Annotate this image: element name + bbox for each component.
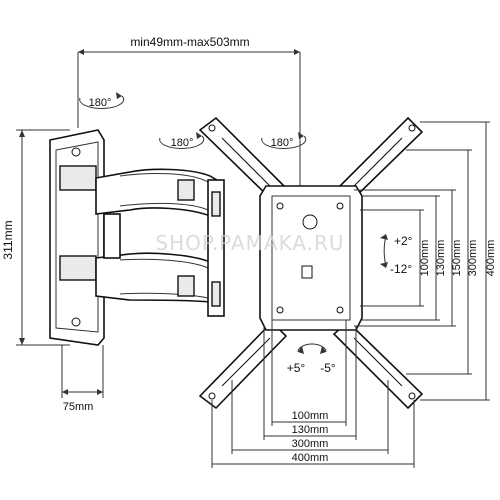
rotation-indicator-1: 180°: [79, 92, 125, 109]
vesa-arm-bottom-left: [198, 320, 288, 410]
wall-width-label: 75mm: [63, 401, 94, 413]
swing-arms: [95, 168, 225, 317]
vesa-vertical-label-2: 130mm: [435, 240, 447, 277]
swivel-indicator: [297, 343, 327, 354]
tilt-indicator: [380, 234, 388, 268]
watermark: SHOP.PAMAKA.RU: [155, 231, 344, 255]
vesa-vertical-label-1: 100mm: [419, 240, 431, 277]
rotation-indicator-2: 180°: [159, 132, 205, 149]
vesa-horizontal-dimensions: [211, 320, 415, 468]
wall-width-dimension: [61, 345, 104, 398]
vesa-vertical-label-4: 300mm: [467, 240, 479, 277]
vesa-vertical-label-5: 400mm: [485, 240, 497, 277]
tilt-up-label: +2°: [394, 234, 413, 248]
wall-height-dimension: [16, 129, 70, 346]
rotation-label-3: 180°: [271, 137, 294, 149]
rotation-label-2: 180°: [171, 137, 194, 149]
vesa-arm-bottom-right: [332, 320, 424, 410]
swivel-minus-label: -5°: [320, 361, 336, 375]
wall-plate: [49, 129, 105, 346]
tilt-down-label: -12°: [390, 262, 412, 276]
vesa-horizontal-label-3: 300mm: [292, 438, 329, 450]
rotation-indicator-3: 180°: [261, 132, 307, 149]
vesa-horizontal-label-4: 400mm: [292, 452, 329, 464]
vesa-vertical-dimensions: [354, 121, 490, 401]
vesa-horizontal-label-2: 130mm: [292, 424, 329, 436]
vesa-bracket: [198, 116, 424, 410]
rotation-label-1: 180°: [89, 97, 112, 109]
wall-height-label: 311mm: [1, 220, 15, 259]
swivel-plus-label: +5°: [287, 361, 306, 375]
vesa-horizontal-label-1: 100mm: [292, 410, 329, 422]
vesa-vertical-label-3: 150mm: [451, 240, 463, 277]
arm-range-dimension: [77, 49, 301, 186]
arm-range-label: min49mm-max503mm: [130, 35, 249, 49]
